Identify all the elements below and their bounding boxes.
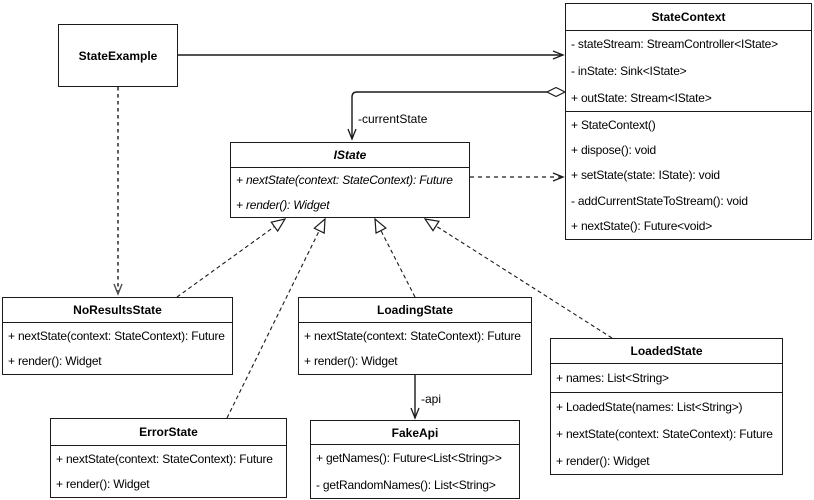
edge-label-api: -api — [421, 392, 442, 406]
method-row: + nextState(context: StateContext): Futu… — [304, 328, 521, 343]
class-title: IState — [231, 143, 469, 168]
methods-section: + getNames(): Future<List<String>> - get… — [311, 445, 519, 498]
class-fakeapi[interactable]: FakeApi + getNames(): Future<List<String… — [310, 420, 520, 499]
methods-section: + StateContext() + dispose(): void + set… — [566, 111, 811, 239]
methods-section: + nextState(context: StateContext): Futu… — [51, 446, 286, 497]
class-noresultsstate[interactable]: NoResultsState + nextState(context: Stat… — [2, 297, 233, 375]
realization-loadingstate-istate-line — [374, 217, 416, 298]
method-row: + nextState(context: StateContext): Futu… — [56, 451, 273, 466]
methods-section: + nextState(context: StateContext): Futu… — [3, 323, 232, 374]
attributes-section: - stateStream: StreamController<IState> … — [566, 31, 811, 111]
aggregation-diamond-icon — [545, 86, 567, 98]
class-title: LoadingState — [299, 298, 531, 323]
method-row: + render(): Widget — [236, 197, 330, 212]
class-title: FakeApi — [311, 421, 519, 445]
aggregation-statecontext-istate-line — [347, 91, 547, 141]
methods-section: + nextState(context: StateContext): Futu… — [299, 323, 531, 374]
realization-noresultsstate-istate-line — [176, 218, 287, 298]
class-title: StateContext — [566, 4, 811, 31]
class-loadingstate[interactable]: LoadingState + nextState(context: StateC… — [298, 297, 532, 375]
method-row: + LoadedState(names: List<String>) — [556, 399, 743, 414]
method-row: + render(): Widget — [304, 354, 398, 369]
methods-section: + nextState(context: StateContext): Futu… — [231, 168, 469, 217]
attribute-row: + outState: Stream<IState> — [571, 90, 712, 105]
edge-label-currentstate: -currentState — [358, 112, 428, 126]
method-row: + render(): Widget — [556, 453, 650, 468]
attribute-row: - stateStream: StreamController<IState> — [571, 37, 778, 52]
class-title: NoResultsState — [3, 298, 232, 323]
method-row: + setState(state: IState): void — [571, 168, 720, 183]
class-istate[interactable]: IState + nextState(context: StateContext… — [230, 142, 470, 218]
method-row: + dispose(): void — [571, 143, 656, 158]
class-title: ErrorState — [51, 419, 286, 446]
realization-errorstate-istate-line — [226, 217, 326, 419]
realization-loadedstate-istate-line — [423, 218, 613, 339]
method-row: + render(): Widget — [8, 354, 102, 369]
class-statecontext[interactable]: StateContext - stateStream: StreamContro… — [565, 3, 812, 240]
method-row: + nextState(context: StateContext): Futu… — [236, 173, 453, 188]
method-row: - addCurrentStateToStream(): void — [571, 193, 748, 208]
class-errorstate[interactable]: ErrorState + nextState(context: StateCon… — [50, 418, 287, 498]
class-stateexample[interactable]: StateExample — [58, 24, 178, 87]
attributes-section: + names: List<String> — [551, 364, 782, 392]
class-title: LoadedState — [551, 339, 782, 364]
method-row: + StateContext() — [571, 117, 656, 132]
attribute-row: + names: List<String> — [556, 371, 669, 385]
method-row: + getNames(): Future<List<String>> — [316, 451, 502, 466]
method-row: + nextState(context: StateContext): Futu… — [8, 328, 225, 343]
methods-section: + LoadedState(names: List<String>) + nex… — [551, 392, 782, 474]
class-loadedstate[interactable]: LoadedState + names: List<String> + Load… — [550, 338, 783, 475]
attribute-row: - inState: Sink<IState> — [571, 63, 687, 78]
method-row: + nextState(): Future<void> — [571, 219, 713, 234]
method-row: + nextState(context: StateContext): Futu… — [556, 426, 773, 441]
class-title: StateExample — [78, 48, 158, 63]
method-row: - getRandomNames(): List<String> — [316, 477, 496, 492]
method-row: + render(): Widget — [56, 477, 150, 492]
